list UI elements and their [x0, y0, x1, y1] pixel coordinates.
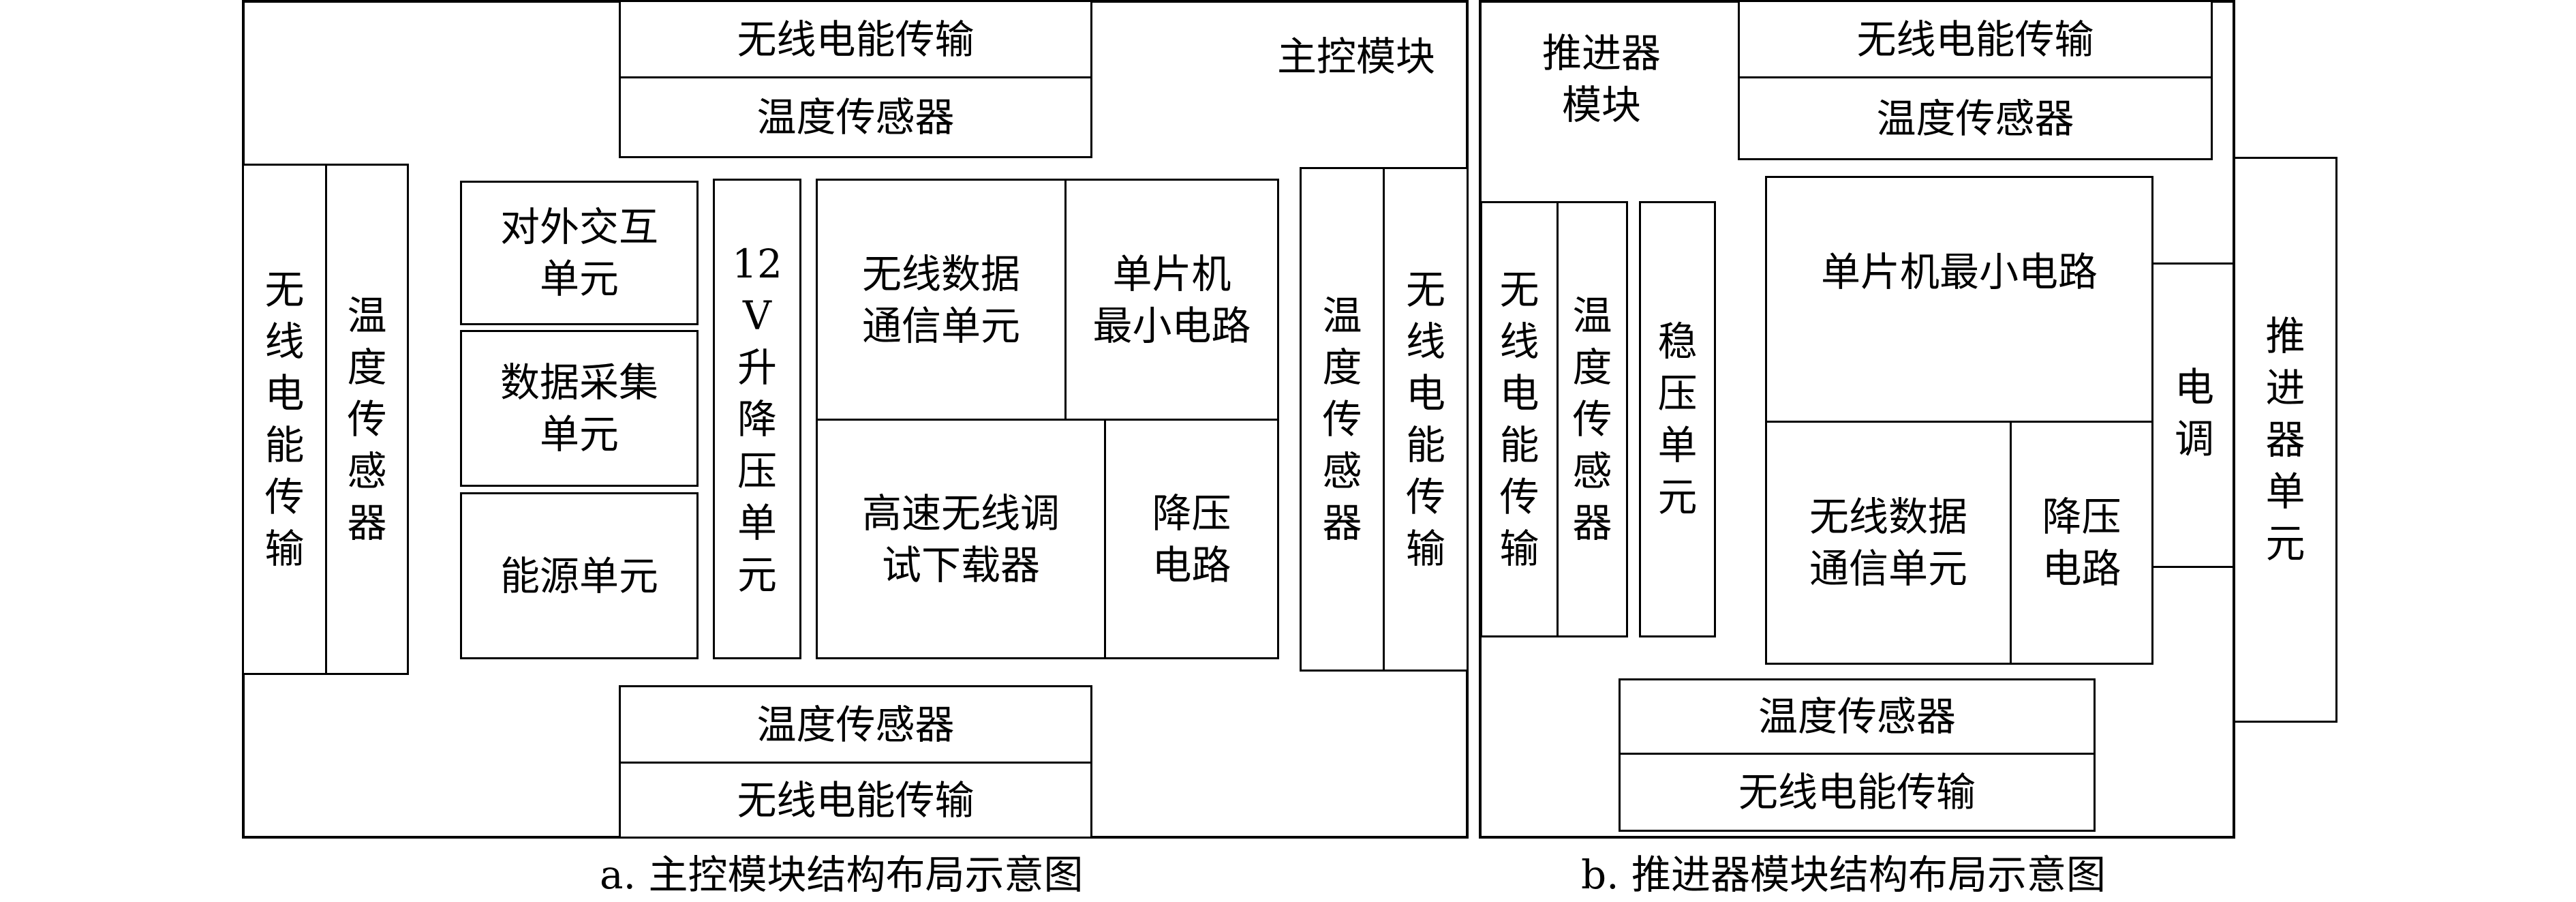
main-module-title: 主控模块 [1276, 33, 1435, 80]
main-wireless-comm-unit: 无线数据 通信单元 [816, 179, 1067, 421]
thruster-unit-label: 推 进 器 单 元 [2265, 313, 2305, 567]
thruster-wpt-left-label: 无 线 电 能 传 输 [1499, 267, 1539, 572]
thruster-temp-bottom-label: 温度传感器 [1758, 693, 1956, 740]
main-wpt-bottom: 无线电能传输 [619, 762, 1092, 839]
thruster-temp-left-label: 温 度 传 感 器 [1572, 292, 1612, 546]
thruster-mcu-min-circuit-label: 单片机最小电路 [1820, 249, 2098, 295]
thruster-temp-top: 温度传感器 [1738, 76, 2213, 160]
main-boost-buck-unit-label: 12 V 升 降 压 单 元 [732, 240, 782, 598]
main-acquisition-unit-label: 数据采集 单元 [500, 359, 658, 457]
thruster-regulator-unit-label: 稳 压 单 元 [1657, 318, 1698, 520]
main-wpt-left-label: 无 线 电 能 传 输 [264, 267, 305, 572]
thruster-esc-label: 电 调 [2174, 364, 2214, 462]
main-hs-debugger-label: 高速无线调 试下载器 [861, 490, 1060, 588]
main-boost-buck-unit: 12 V 升 降 压 单 元 [713, 179, 801, 659]
thruster-temp-bottom: 温度传感器 [1619, 678, 2096, 755]
thruster-module-caption: b. 推进器模块结构布局示意图 [1581, 852, 2106, 898]
main-interaction-unit-label: 对外交互 单元 [500, 204, 658, 302]
thruster-buck-circuit-label: 降压 电路 [2042, 494, 2121, 592]
thruster-wireless-comm-label: 无线数据 通信单元 [1809, 494, 1967, 592]
main-wpt-right-label: 无 线 电 能 传 输 [1405, 267, 1445, 572]
main-temp-bottom-label: 温度传感器 [756, 701, 955, 748]
thruster-module-title: 推进器 模块 [1542, 30, 1661, 128]
thruster-regulator-unit: 稳 压 单 元 [1639, 201, 1716, 637]
main-wireless-comm-label: 无线数据 通信单元 [861, 250, 1020, 349]
main-hs-debugger: 高速无线调 试下载器 [816, 419, 1106, 659]
main-mcu-min-circuit-label: 单片机 最小电路 [1092, 250, 1251, 349]
thruster-esc-bottom-line [2151, 566, 2235, 568]
thruster-unit: 推 进 器 单 元 [2233, 157, 2337, 723]
main-wpt-bottom-label: 无线电能传输 [737, 777, 975, 824]
main-wpt-left: 无 线 电 能 传 输 [242, 164, 327, 675]
main-buck-circuit: 降压 电路 [1104, 419, 1279, 659]
thruster-wpt-bottom-label: 无线电能传输 [1738, 769, 1976, 815]
main-buck-circuit-label: 降压 电路 [1152, 490, 1231, 588]
main-acquisition-unit: 数据采集 单元 [460, 330, 699, 487]
main-wpt-top-label: 无线电能传输 [737, 16, 975, 63]
main-temp-top-label: 温度传感器 [756, 94, 955, 140]
thruster-wireless-comm-unit: 无线数据 通信单元 [1765, 421, 2012, 665]
main-temp-right: 温 度 传 感 器 [1300, 167, 1385, 672]
thruster-esc-top-line [2151, 262, 2235, 265]
main-temp-left: 温 度 传 感 器 [325, 164, 409, 675]
thruster-wpt-top: 无线电能传输 [1738, 0, 2213, 78]
main-module-caption: a. 主控模块结构布局示意图 [600, 852, 1084, 898]
thruster-wpt-bottom: 无线电能传输 [1619, 753, 2096, 832]
main-power-unit-label: 能源单元 [500, 552, 658, 599]
main-temp-top: 温度传感器 [619, 76, 1092, 158]
main-wpt-top: 无线电能传输 [619, 0, 1092, 78]
thruster-mcu-min-circuit: 单片机最小电路 [1765, 176, 2153, 423]
main-interaction-unit: 对外交互 单元 [460, 181, 699, 325]
thruster-wpt-top-label: 无线电能传输 [1856, 16, 2094, 63]
thruster-buck-circuit: 降压 电路 [2010, 421, 2153, 665]
main-temp-bottom: 温度传感器 [619, 685, 1092, 764]
main-temp-right-label: 温 度 传 感 器 [1322, 292, 1362, 546]
thruster-temp-top-label: 温度传感器 [1876, 95, 2074, 142]
main-power-unit: 能源单元 [460, 492, 699, 659]
thruster-temp-left: 温 度 传 感 器 [1557, 201, 1628, 637]
thruster-wpt-left: 无 线 电 能 传 输 [1480, 201, 1559, 637]
main-wpt-right: 无 线 电 能 传 输 [1383, 167, 1469, 672]
main-temp-left-label: 温 度 传 感 器 [347, 292, 387, 546]
main-mcu-min-circuit: 单片机 最小电路 [1064, 179, 1279, 421]
